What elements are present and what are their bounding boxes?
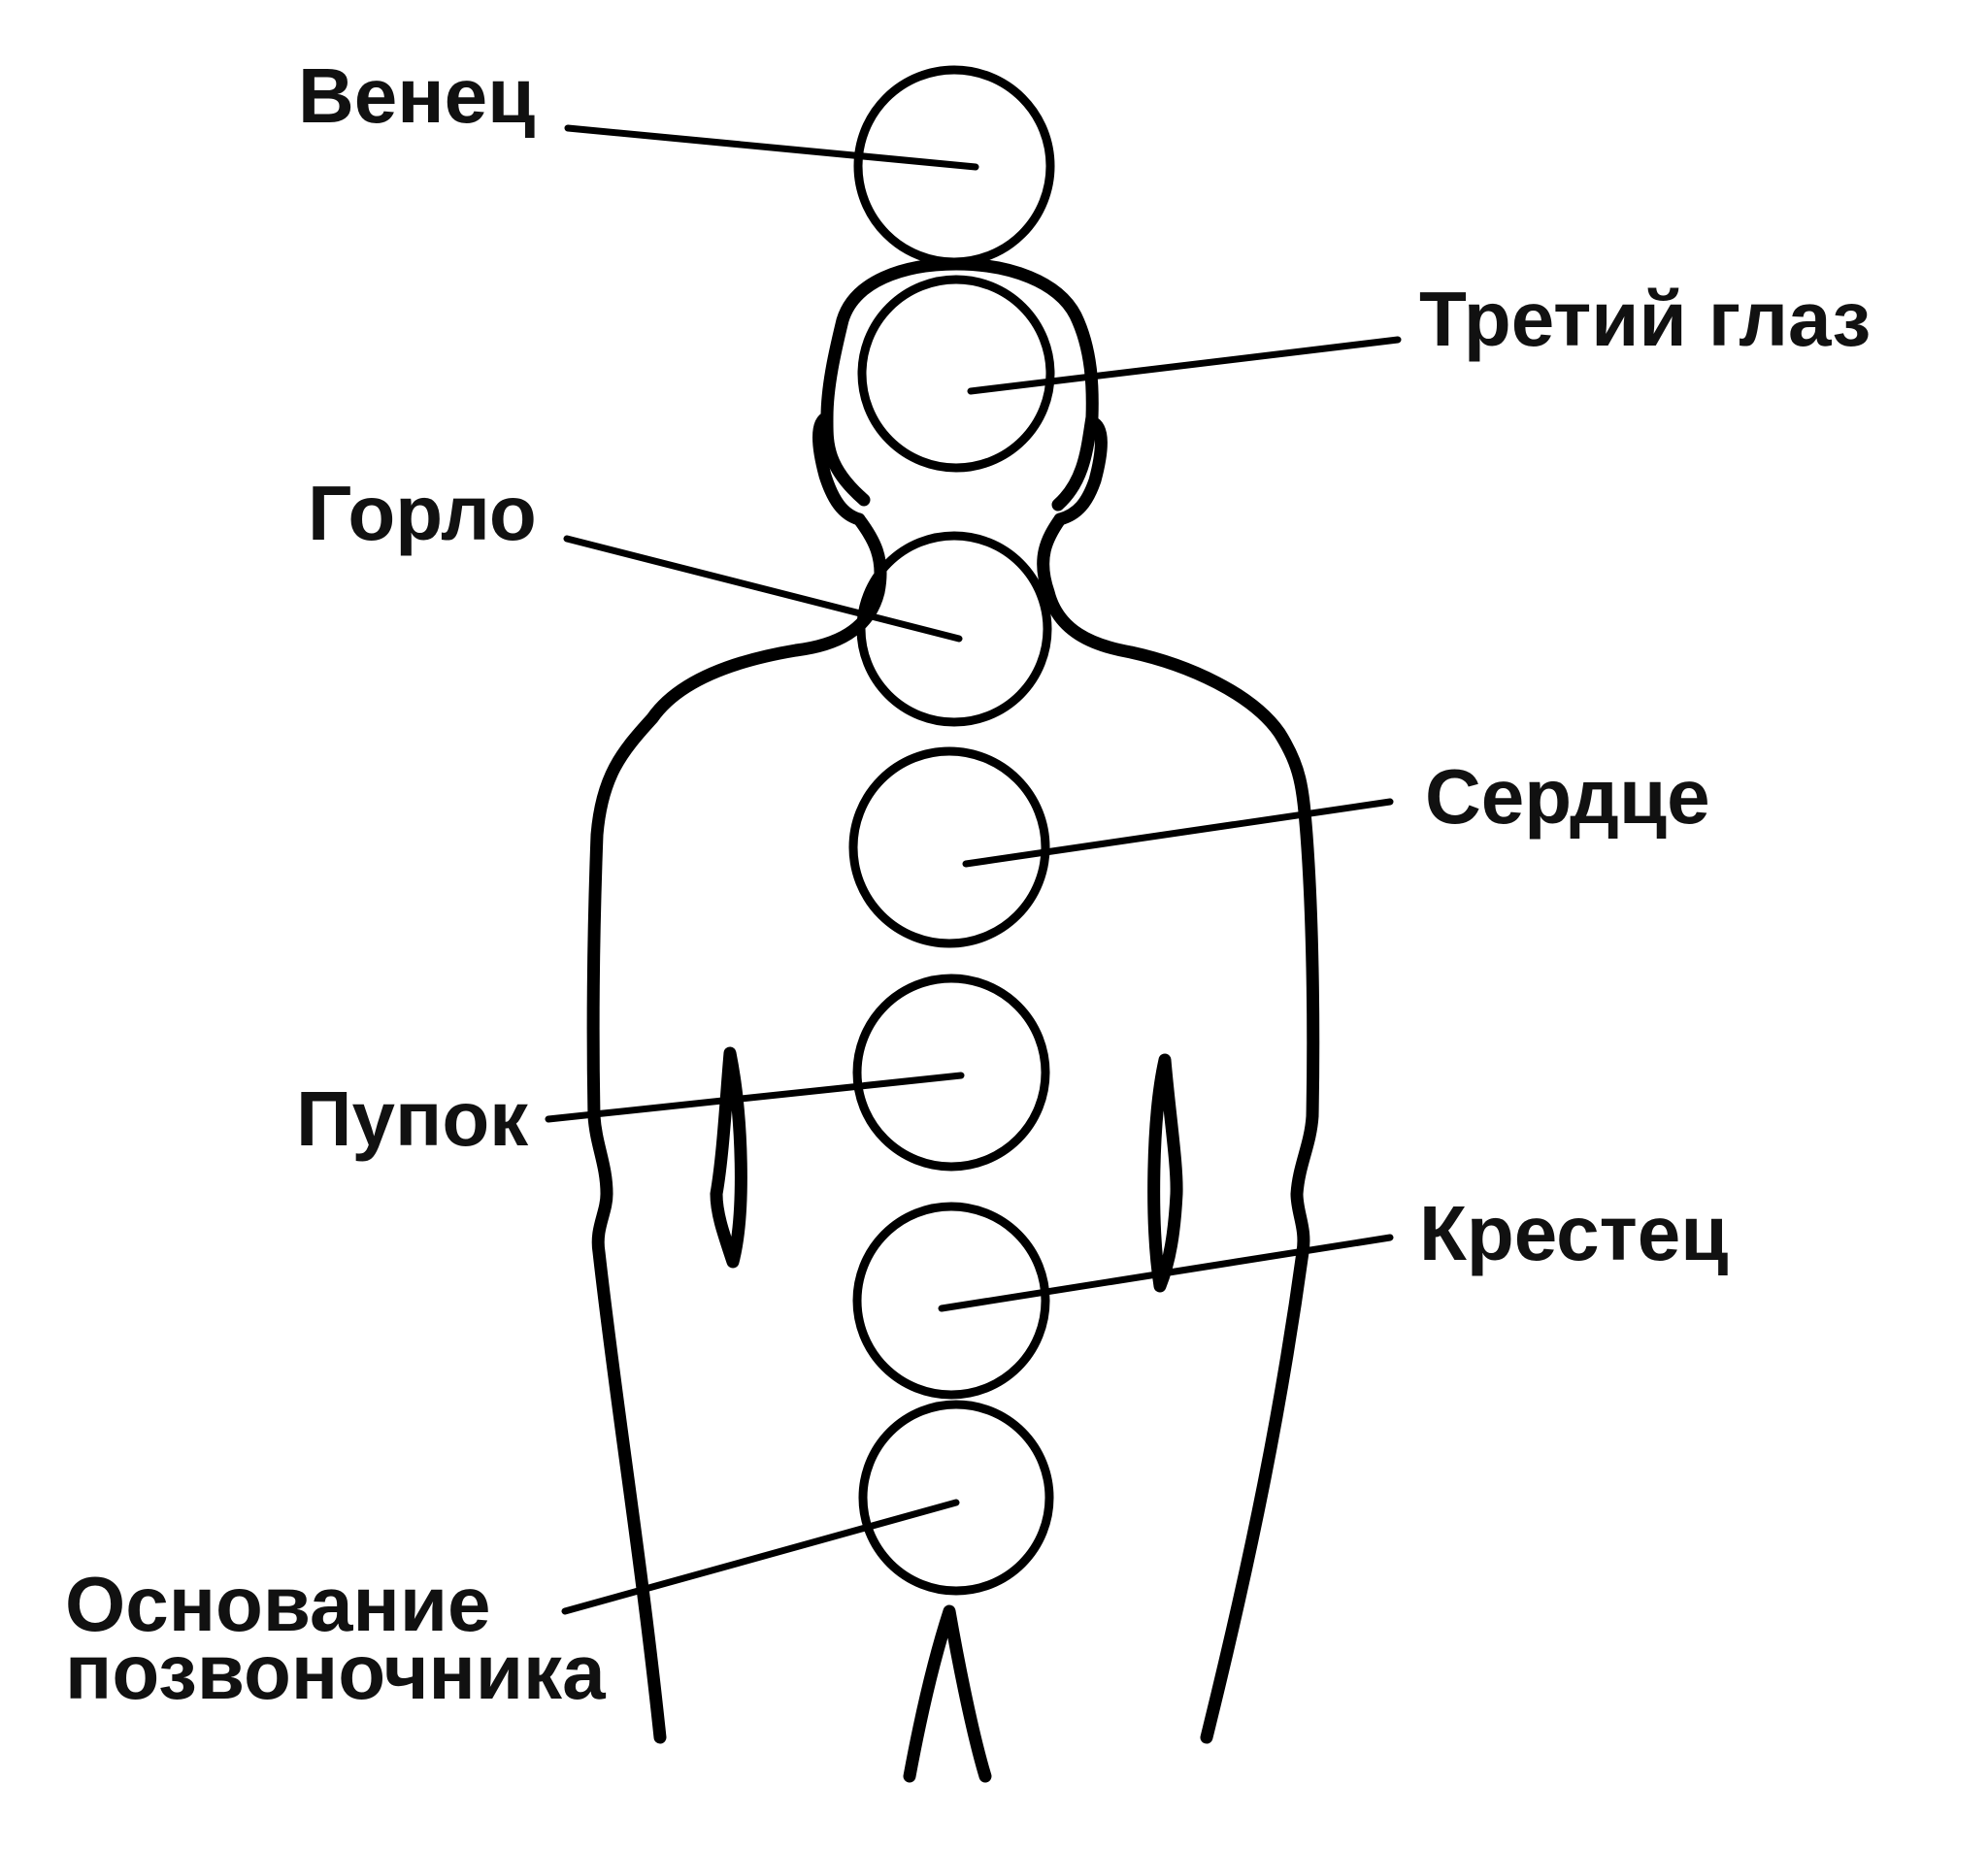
heart-circle [848,746,1050,948]
throat-leader [563,535,963,643]
labels: Венец Третий глаз Горло Сердце Пупок Кре… [65,52,1871,1715]
left-ear [812,411,866,526]
third-eye-leader [967,336,1402,395]
root-leader [561,1499,960,1615]
right-ear [1053,415,1108,526]
label-crown: Венец [298,52,535,139]
label-root-line1: Основание [65,1561,491,1647]
left-arm-inner [710,1046,747,1269]
navel-leader [545,1072,965,1123]
label-navel: Пупок [296,1075,529,1162]
label-throat: Горло [308,470,537,556]
sacrum-circle [852,1202,1050,1400]
crown-leader [564,124,979,171]
legs-outline [903,1604,992,1783]
body-outline [586,257,1320,1783]
label-third-eye: Третий глаз [1419,276,1871,362]
throat-circle [856,531,1052,727]
label-heart: Сердце [1425,753,1710,840]
label-sacrum: Крестец [1419,1190,1728,1276]
label-root-line2: позвоночника [65,1629,606,1715]
sacrum-leader [938,1234,1394,1312]
right-torso-outline [1037,512,1320,1744]
navel-circle [852,974,1050,1172]
chakra-circles [848,65,1055,1596]
crown-circle [853,65,1055,267]
third-eye-circle [857,275,1055,473]
leader-lines [545,124,1402,1615]
left-torso-outline [586,512,887,1744]
root-circle [858,1400,1054,1596]
right-arm-inner [1147,1053,1183,1293]
heart-leader [962,798,1394,868]
